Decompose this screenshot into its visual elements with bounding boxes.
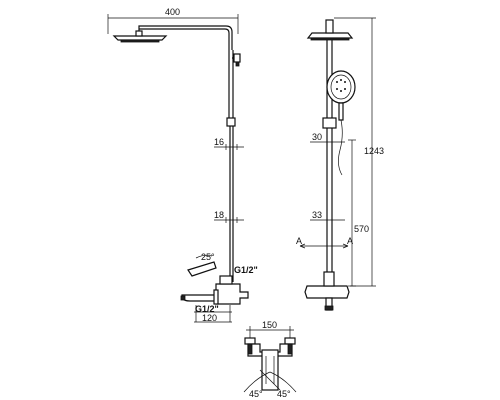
hand-shower <box>326 70 356 176</box>
front-view: 30 33 A A 570 1243 <box>296 17 384 311</box>
section-label-right: A <box>347 236 353 246</box>
bath-spout <box>181 294 217 302</box>
dim-holder-30: 30 <box>312 132 322 142</box>
mixer-body <box>215 283 249 305</box>
dim-thread-bottom: G1/2" <box>195 304 219 314</box>
dim-angle-left: 45° <box>249 389 263 399</box>
dim-thread-top: G1/2" <box>234 265 258 275</box>
dim-spout-length: 120 <box>202 313 217 323</box>
dim-riser-33: 33 <box>312 210 322 220</box>
rain-shower-head-front <box>306 32 354 39</box>
section-label-left: A <box>296 236 302 246</box>
dim-centers-150: 150 <box>262 320 277 330</box>
side-view: 400 16 18 25° G1/2" <box>107 7 258 323</box>
mixer-front <box>304 285 350 299</box>
mixer-lever <box>187 261 217 277</box>
shower-arm <box>138 25 233 50</box>
dim-total-height: 1243 <box>364 146 384 156</box>
dim-pipe-16: 16 <box>214 137 224 147</box>
dim-spout-angle: 25° <box>201 252 215 262</box>
dim-height-570: 570 <box>354 224 369 234</box>
dim-angle-right: 45° <box>277 389 291 399</box>
dim-arm-width: 400 <box>165 7 180 17</box>
mixer-top-view: 150 45° 45° <box>243 320 297 399</box>
dim-pipe-18: 18 <box>214 210 224 220</box>
